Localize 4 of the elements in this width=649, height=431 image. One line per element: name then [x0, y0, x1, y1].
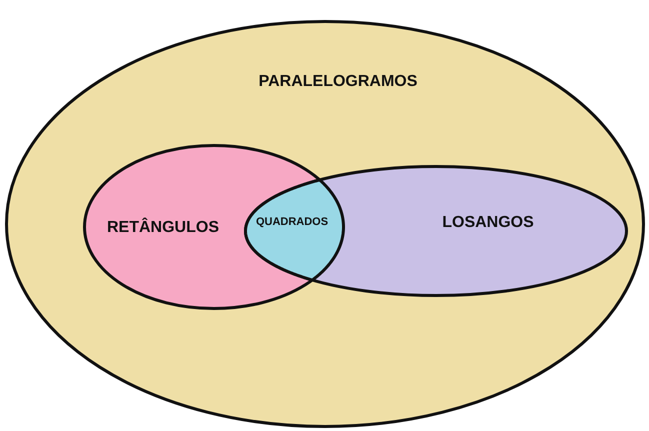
set-label: QUADRADOS	[256, 216, 328, 228]
set-label: RETÂNGULOS	[107, 219, 219, 237]
set-label: PARALELOGRAMOS	[258, 73, 418, 91]
set-label: LOSANGOS	[442, 214, 534, 232]
